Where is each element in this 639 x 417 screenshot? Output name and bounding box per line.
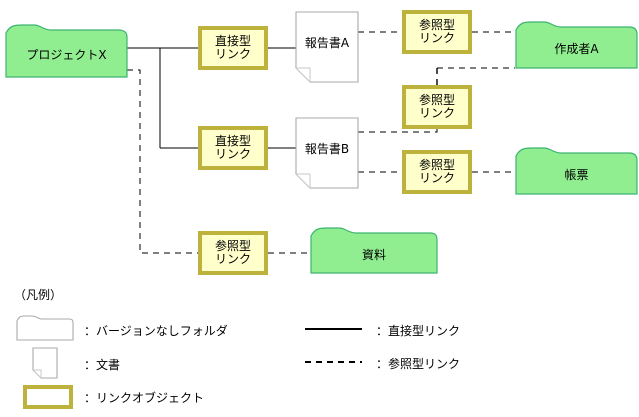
node-project-x[interactable]: プロジェクトX — [6, 32, 127, 77]
link-object-direct-1[interactable]: 直接型 リンク — [198, 26, 268, 70]
link-object-ref-4[interactable]: 参照型 リンク — [198, 231, 268, 275]
legend-item-2-text: ：リンクオブジェクト — [84, 391, 205, 405]
legend-item-1-text: ：文書 — [84, 358, 121, 372]
edge-docb-ref2 — [358, 120, 438, 133]
edge-projectx-ref4 — [127, 69, 198, 254]
node-doc-b-label: 報告書B — [304, 141, 350, 156]
link-object-direct-1-line2: リンク — [214, 47, 251, 61]
link-object-ref-4-line1: 参照型 — [214, 238, 251, 253]
link-object-ref-4-line2: リンク — [214, 252, 251, 266]
node-doc-a[interactable]: 報告書A — [296, 12, 358, 72]
link-object-ref-3-line2: リンク — [418, 171, 455, 185]
node-material[interactable]: 資料 — [311, 235, 437, 273]
node-author-a-label: 作成者A — [554, 42, 599, 56]
node-material-label: 資料 — [361, 247, 386, 262]
legend-line-item-1-text: ：参照型リンク — [376, 357, 461, 371]
link-object-direct-1-line1: 直接型 — [214, 33, 251, 48]
link-object-ref-2-line1: 参照型 — [418, 92, 455, 107]
node-ledger-label: 帳票 — [564, 168, 589, 182]
link-object-ref-2-line2: リンク — [418, 106, 455, 120]
legend-line-item-0-text: ：直接型リンク — [376, 324, 461, 338]
legend-title: （凡例） — [14, 288, 63, 302]
link-object-ref-3-line1: 参照型 — [418, 157, 455, 172]
link-object-ref-1-line1: 参照型 — [418, 17, 455, 32]
link-object-ref-2[interactable]: 参照型 リンク — [402, 85, 472, 129]
legend-link-object-icon — [23, 385, 73, 409]
link-object-direct-2-line2: リンク — [214, 147, 251, 161]
link-object-direct-2-line1: 直接型 — [214, 133, 251, 148]
node-author-a[interactable]: 作成者A — [516, 29, 637, 68]
node-doc-b[interactable]: 報告書B — [296, 118, 358, 178]
legend-item-0-text: ：バージョンなしフォルダ — [84, 324, 228, 338]
node-ledger[interactable]: 帳票 — [516, 155, 637, 194]
node-doc-a-label: 報告書A — [304, 35, 350, 50]
link-object-ref-1-line2: リンク — [418, 31, 455, 45]
link-object-ref-3[interactable]: 参照型 リンク — [402, 150, 472, 194]
node-project-x-label: プロジェクトX — [26, 48, 107, 62]
link-object-ref-1[interactable]: 参照型 リンク — [402, 10, 472, 54]
link-object-direct-2[interactable]: 直接型 リンク — [198, 126, 268, 170]
